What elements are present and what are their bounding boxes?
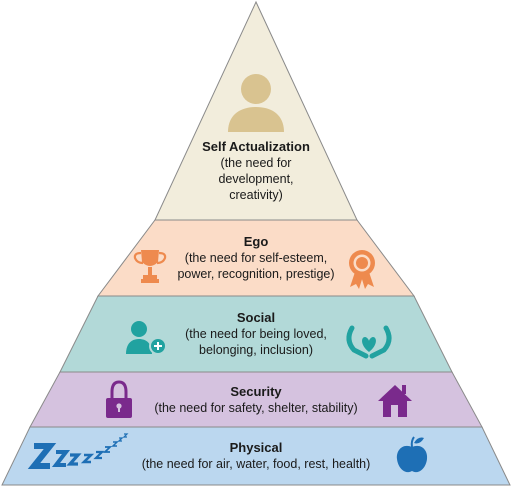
tier-social-label: Social (the need for being loved, belong…	[166, 310, 346, 358]
tier-title: Security	[230, 384, 282, 399]
tier-description: (the need for self-esteem, power, recogn…	[177, 251, 335, 281]
tier-physical-label: Physical (the need for air, water, food,…	[121, 440, 391, 472]
tier-security-label: Security (the need for safety, shelter, …	[136, 384, 376, 416]
tier-title: Physical	[229, 440, 283, 455]
tier-title: Ego	[243, 234, 269, 249]
award-ribbon-icon	[349, 250, 375, 289]
house-icon	[378, 385, 412, 417]
tier-self-actualization-label: Self Actualization (the need for develop…	[171, 139, 341, 203]
trophy-icon	[133, 250, 167, 283]
apple-icon	[396, 436, 428, 473]
padlock-icon	[106, 380, 132, 418]
tier-title: Self Actualization	[202, 139, 310, 154]
hands-heart-icon	[346, 325, 392, 359]
tier-description: (the need for development, creativity)	[218, 156, 294, 202]
sleep-zzz-icon	[27, 433, 129, 469]
tier-description: (the need for safety, shelter, stability…	[154, 401, 358, 415]
tier-ego-label: Ego (the need for self-esteem, power, re…	[166, 234, 346, 282]
tier-physical-band	[1, 426, 511, 486]
person-icon	[228, 74, 284, 132]
tier-description: (the need for being loved, belonging, in…	[185, 327, 327, 357]
tier-title: Social	[236, 310, 276, 325]
add-user-icon	[126, 321, 167, 355]
tier-description: (the need for air, water, food, rest, he…	[141, 457, 371, 471]
